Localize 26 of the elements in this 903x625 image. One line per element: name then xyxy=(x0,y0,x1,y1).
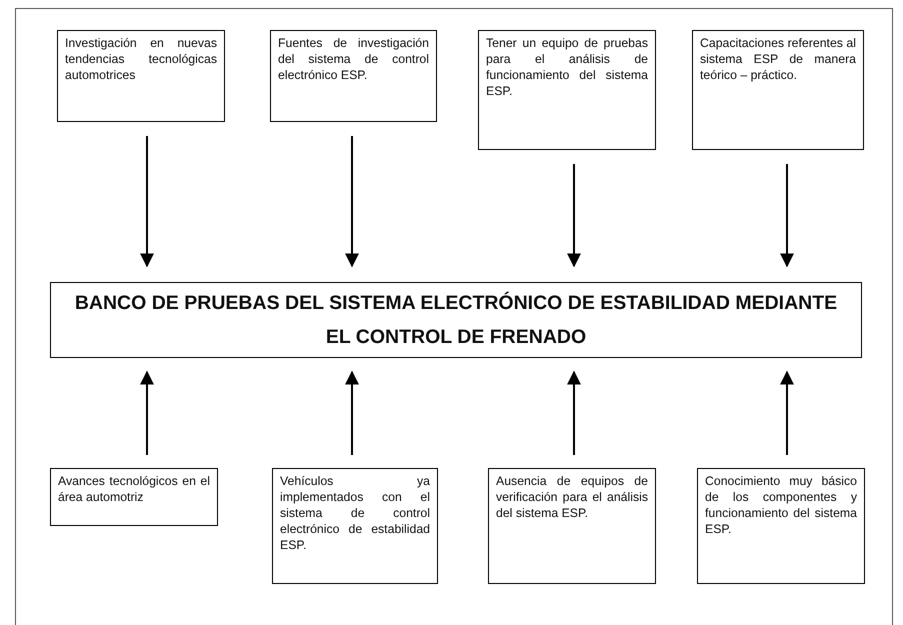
arrow xyxy=(780,370,794,455)
arrow xyxy=(140,136,154,268)
box-text: Vehículos ya implementados con el sistema de control electrónico de estabilidad ESP. xyxy=(280,473,430,553)
text-box xyxy=(272,468,438,584)
arrow xyxy=(140,370,154,455)
arrow xyxy=(567,370,581,455)
box-text: Avances tecnológicos en el área automotriz xyxy=(58,473,210,505)
arrow xyxy=(345,136,359,268)
text-box xyxy=(57,30,225,122)
arrow xyxy=(345,370,359,455)
box-text: Fuentes de investigación del sistema de control electrónico ESP. xyxy=(278,35,429,83)
box-text: Conocimiento muy básico de los componentes y funcionamiento del sistema ESP. xyxy=(705,473,857,537)
arrow xyxy=(780,164,794,268)
text-box xyxy=(692,30,864,150)
text-box xyxy=(478,30,656,150)
text-box xyxy=(50,468,218,526)
box-text: Tener un equipo de pruebas para el análisis de funcionamiento del sistema ESP. xyxy=(486,35,648,99)
arrow xyxy=(567,164,581,268)
box-text: Investigación en nuevas tendencias tecnológicas automotrices xyxy=(65,35,217,83)
title-text: BANCO DE PRUEBAS DEL SISTEMA ELECTRÓNICO DE ESTABILIDAD MEDIANTE EL CONTROL DE FRENADO xyxy=(74,290,838,350)
box-text: Capacitaciones referentes al sistema ESP de manera teórico – práctico. xyxy=(700,35,856,83)
text-box xyxy=(488,468,656,584)
text-box xyxy=(270,30,437,122)
title-box xyxy=(50,282,862,358)
box-text: Ausencia de equipos de verificación para el análisis del sistema ESP. xyxy=(496,473,648,521)
text-box xyxy=(697,468,865,584)
